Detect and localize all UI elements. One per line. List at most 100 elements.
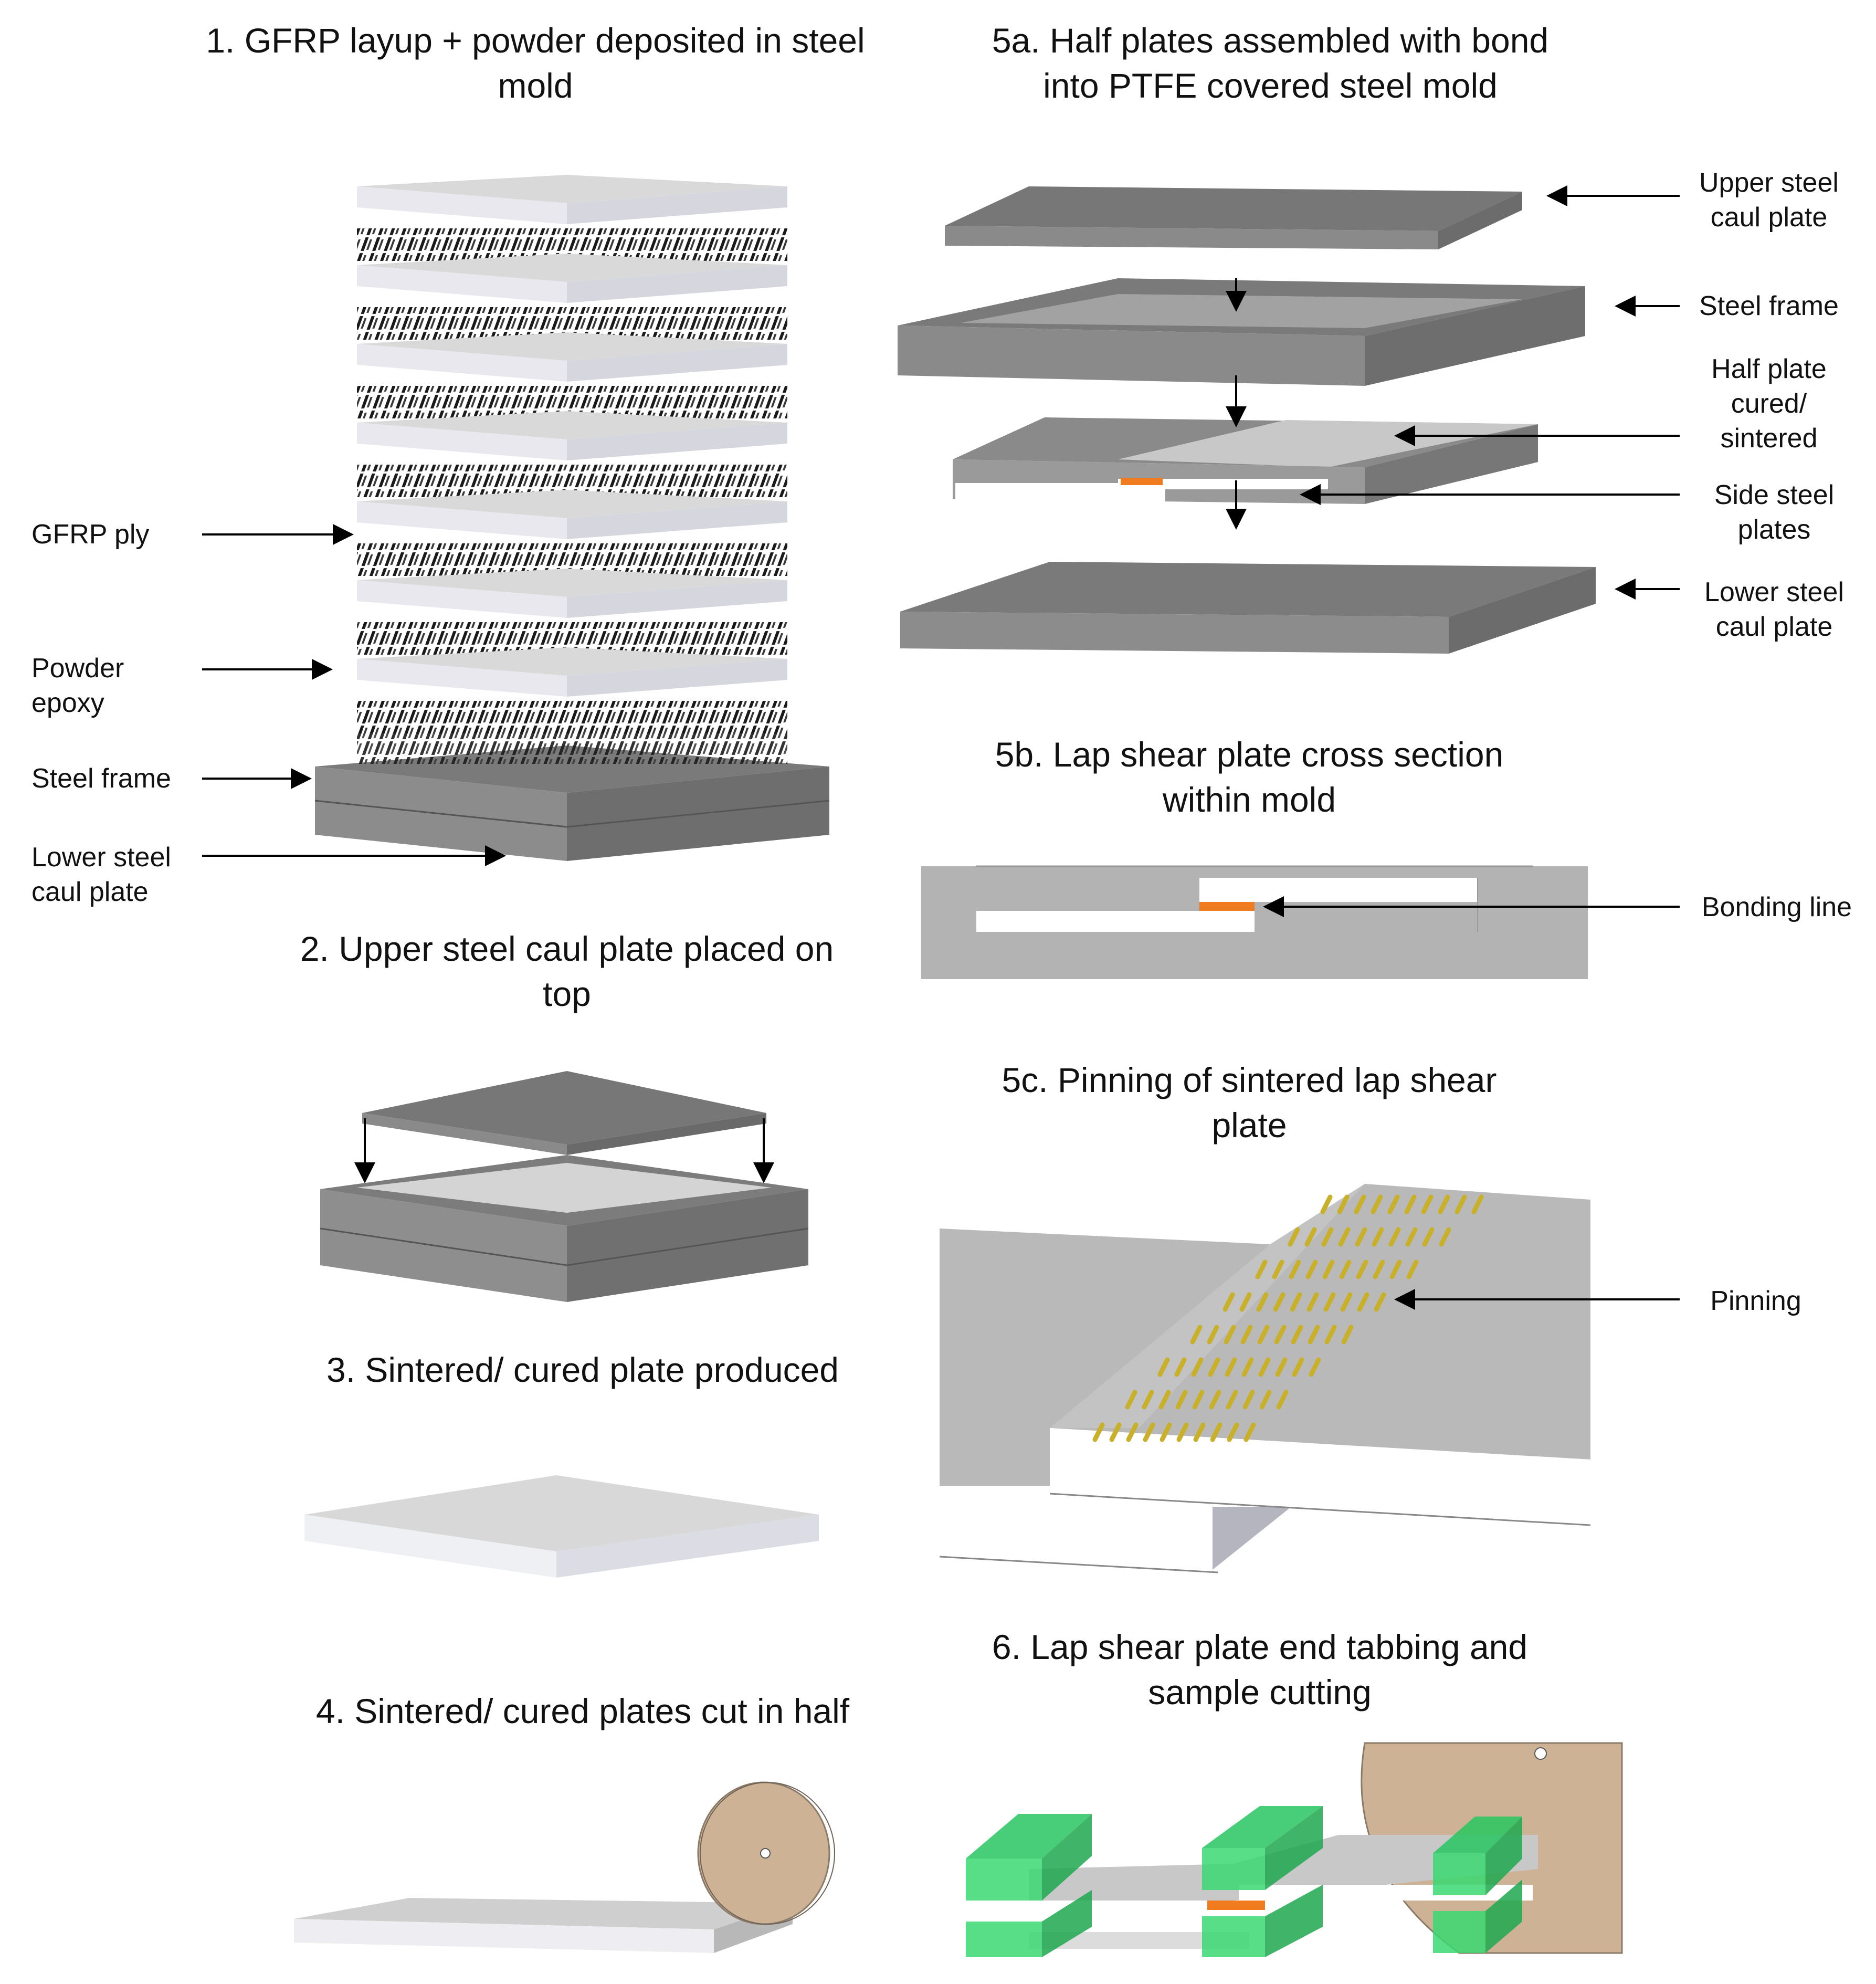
pin: [1438, 1194, 1450, 1214]
pin: [1258, 1357, 1271, 1377]
pin: [1157, 1357, 1170, 1377]
pin: [1125, 1390, 1137, 1410]
svg-text:5a. Half plates assembled wit: 5a. Half plates assembled with bond: [992, 21, 1548, 60]
label-pinning: Pinning: [1710, 1286, 1801, 1316]
step-2-title: 2. Upper steel caul plate placed on top: [300, 929, 834, 1013]
pin: [1306, 1292, 1319, 1312]
pin: [1209, 1390, 1221, 1410]
pin: [1257, 1325, 1270, 1345]
pin: [1421, 1194, 1434, 1214]
pinned-lap-shear-plate: [939, 1184, 1591, 1573]
svg-text:caul plate: caul plate: [1711, 202, 1828, 233]
pin: [1354, 1194, 1366, 1214]
pin: [1259, 1390, 1272, 1410]
svg-text:Powder: Powder: [31, 653, 124, 684]
lower-steel-caul-plate: [900, 562, 1596, 654]
step-6-title: 6. Lap shear plate end tabbing and sampl…: [992, 1628, 1527, 1712]
pin: [1339, 1259, 1352, 1279]
pin-array: [1092, 1194, 1484, 1442]
pin: [1406, 1259, 1419, 1279]
steel-frame-5a: [898, 278, 1585, 386]
pin: [1227, 1422, 1239, 1442]
svg-text:Lower steel: Lower steel: [1704, 577, 1844, 607]
pin: [1288, 1227, 1300, 1247]
pin: [1142, 1390, 1154, 1410]
svg-text:top: top: [543, 974, 591, 1013]
pin: [1388, 1227, 1401, 1247]
pin: [1291, 1325, 1303, 1345]
pin: [1323, 1292, 1336, 1312]
pin: [1356, 1259, 1368, 1279]
label-bonding-line: Bonding line: [1702, 892, 1852, 922]
svg-text:into PTFE covered steel mold: into PTFE covered steel mold: [1043, 66, 1498, 105]
svg-text:5b. Lap shear plate cross sect: 5b. Lap shear plate cross section: [995, 735, 1504, 774]
pin: [1256, 1292, 1269, 1312]
pin: [1243, 1422, 1256, 1442]
pin: [1210, 1422, 1222, 1442]
gfrp-ply-layer: [357, 254, 787, 303]
pin: [1305, 1259, 1318, 1279]
bottom-powder-layer: [357, 732, 787, 764]
pin: [1255, 1259, 1268, 1279]
pin: [1289, 1259, 1301, 1279]
pin: [1337, 1194, 1350, 1214]
pin: [1240, 1325, 1253, 1345]
pin: [1226, 1390, 1238, 1410]
pin: [1158, 1390, 1171, 1410]
pin: [1389, 1259, 1402, 1279]
pin: [1341, 1325, 1354, 1345]
pin: [1242, 1390, 1255, 1410]
pin: [1207, 1325, 1219, 1345]
label-lower-caul-1: Lower steel caul plate: [31, 842, 171, 907]
gfrp-ply-layer: [357, 175, 787, 224]
label-side-plates: Side steel plates: [1714, 480, 1834, 545]
svg-text:Upper steel: Upper steel: [1699, 167, 1839, 198]
pin: [1208, 1357, 1220, 1377]
step3-sintered-plate: [304, 1475, 819, 1578]
pin: [1109, 1422, 1122, 1442]
svg-text:epoxy: epoxy: [31, 688, 104, 718]
pin: [1439, 1227, 1451, 1247]
svg-text:sintered: sintered: [1721, 423, 1818, 454]
pin: [1292, 1357, 1304, 1377]
svg-text:caul plate: caul plate: [31, 877, 149, 907]
svg-text:Lower steel: Lower steel: [31, 842, 171, 873]
step2-mold-assembly: [320, 1071, 809, 1302]
pin: [1372, 1227, 1384, 1247]
pin: [1276, 1390, 1289, 1410]
pin: [1308, 1325, 1320, 1345]
svg-text:mold: mold: [498, 66, 573, 105]
pin: [1471, 1194, 1484, 1214]
upper-steel-caul-plate: [945, 186, 1522, 249]
label-powder-epoxy: Powder epoxy: [31, 653, 124, 718]
step-5a-title: 5a. Half plates assembled with bond into…: [992, 21, 1548, 105]
svg-text:2. Upper steel caul plate plac: 2. Upper steel caul plate placed on: [300, 929, 834, 968]
pin: [1273, 1292, 1285, 1312]
pin: [1092, 1422, 1105, 1442]
pin: [1387, 1194, 1400, 1214]
pin: [1405, 1227, 1418, 1247]
pin: [1241, 1357, 1254, 1377]
pin: [1222, 1292, 1235, 1312]
pin: [1193, 1422, 1206, 1442]
pin: [1190, 1325, 1203, 1345]
pin: [1126, 1422, 1139, 1442]
pin: [1324, 1325, 1337, 1345]
pin: [1371, 1194, 1383, 1214]
svg-text:plate: plate: [1211, 1106, 1287, 1145]
step4-cut-plate: [294, 1898, 793, 1953]
pin: [1304, 1227, 1317, 1247]
pin: [1143, 1422, 1155, 1442]
gfrp-layup-stack: [357, 175, 787, 733]
svg-text:6. Lap shear plate end tabbing: 6. Lap shear plate end tabbing and: [992, 1628, 1527, 1666]
label-half-plate: Half plate cured/ sintered: [1711, 354, 1827, 454]
powder-epoxy-layer: [357, 701, 787, 733]
svg-text:sample cutting: sample cutting: [1148, 1673, 1372, 1712]
pin: [1191, 1357, 1204, 1377]
pin: [1404, 1194, 1417, 1214]
pin: [1309, 1357, 1321, 1377]
end-tabs: [966, 1806, 1522, 1957]
svg-text:Half plate: Half plate: [1711, 354, 1827, 384]
cross-section-5b: [921, 865, 1588, 979]
